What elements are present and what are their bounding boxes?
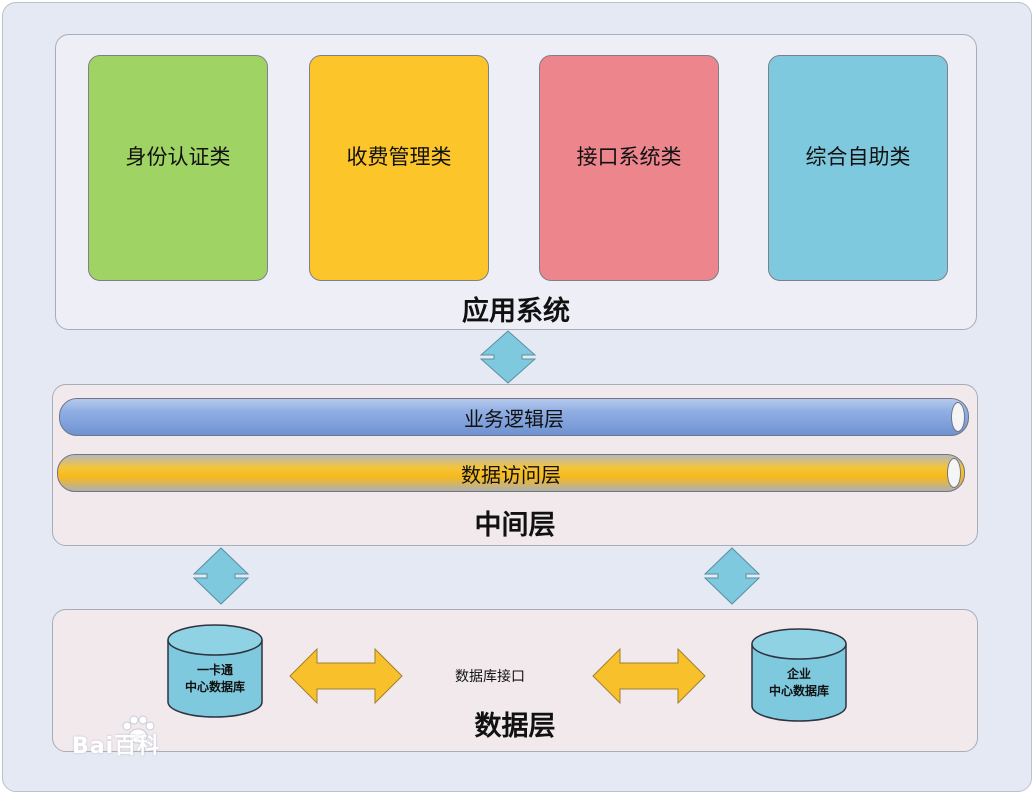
database-label-line: 一卡通 — [196, 663, 233, 677]
application-layer-panel: 身份认证类 收费管理类 接口系统类 综合自助类 应用系统 — [55, 34, 977, 330]
baidu-watermark: Bai百科 — [72, 734, 161, 759]
database-label: 一卡通 中心数据库 — [167, 662, 263, 696]
business-logic-label: 业务逻辑层 — [464, 406, 564, 431]
pipe-end — [951, 402, 965, 432]
database-label-line: 中心数据库 — [184, 680, 245, 694]
database-label-line: 企业 — [786, 667, 811, 681]
business-logic-layer: 业务逻辑层 — [59, 398, 969, 436]
bidirectional-arrow-icon — [592, 648, 706, 704]
middle-layer-panel: 业务逻辑层 数据访问层 中间层 — [52, 384, 978, 546]
database-icon: 企业 中心数据库 — [751, 628, 847, 722]
module-label: 接口系统类 — [576, 145, 682, 169]
data-layer-title: 数据层 — [474, 711, 556, 742]
module-identity-auth: 身份认证类 — [88, 55, 268, 281]
database-icon: 一卡通 中心数据库 — [167, 624, 263, 718]
application-layer-title: 应用系统 — [462, 296, 570, 327]
module-label: 身份认证类 — [125, 145, 231, 169]
module-interface-system: 接口系统类 — [539, 55, 719, 281]
data-access-label: 数据访问层 — [461, 462, 561, 487]
module-label: 综合自助类 — [805, 145, 911, 169]
bidirectional-arrow-icon — [193, 547, 249, 605]
baidu-paw-icon — [122, 715, 155, 744]
module-label: 收费管理类 — [346, 145, 452, 169]
data-layer-panel: 一卡通 中心数据库 数据库接口 企业 中心数据库 数据层 — [52, 609, 978, 752]
database-label-line: 中心数据库 — [768, 684, 829, 698]
bidirectional-arrow-icon — [704, 547, 760, 605]
data-access-layer: 数据访问层 — [57, 454, 965, 492]
middle-layer-title: 中间层 — [474, 510, 556, 541]
bidirectional-arrow-icon — [289, 648, 403, 704]
module-self-service: 综合自助类 — [768, 55, 948, 281]
database-label: 企业 中心数据库 — [751, 666, 847, 700]
module-fee-management: 收费管理类 — [309, 55, 489, 281]
bidirectional-arrow-icon — [480, 330, 536, 384]
pipe-end — [947, 458, 961, 488]
database-interface-label: 数据库接口 — [455, 669, 525, 685]
